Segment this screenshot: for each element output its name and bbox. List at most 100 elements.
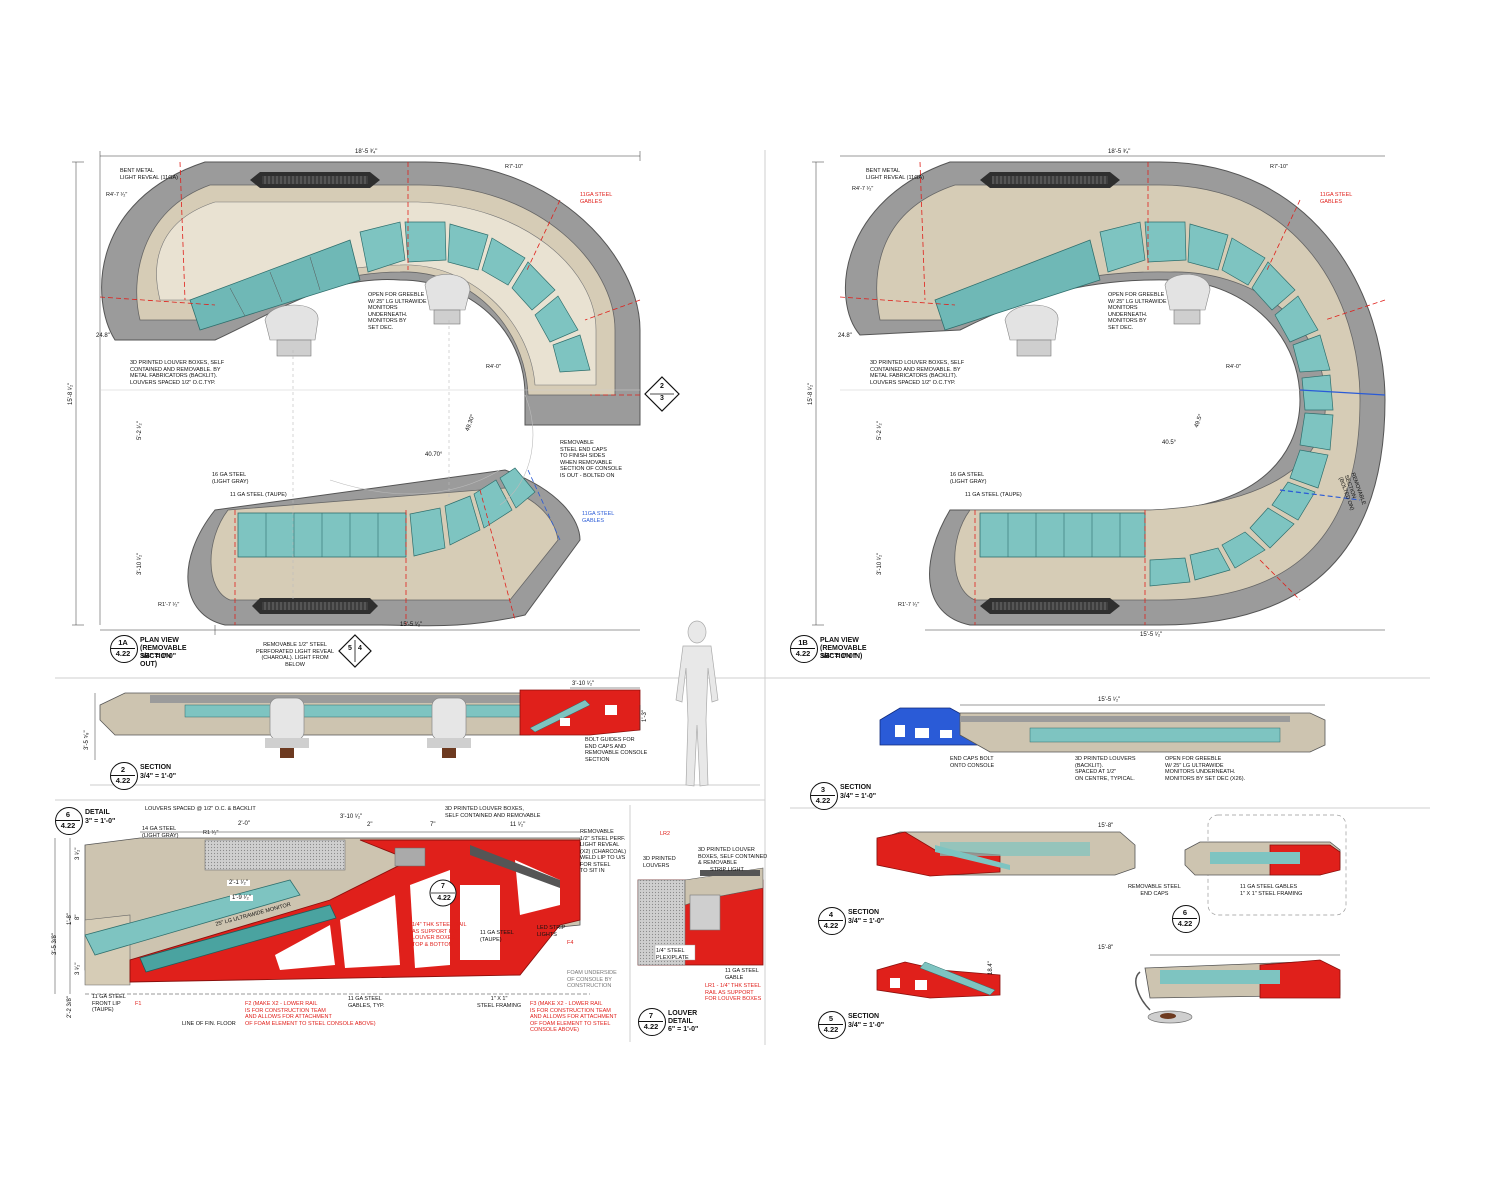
detail-6-dim-h3: 1'-8"	[67, 913, 73, 925]
detail-6-floor-line: LINE OF FIN. FLOOR	[182, 1021, 236, 1027]
detail-6-callout-sheet[interactable]: 4.22	[437, 895, 451, 902]
monitor-greeble-right	[424, 274, 471, 325]
detail-6-dim-20: 2'-0"	[238, 821, 250, 827]
detail-7-strip-note: STRIP LIGHT	[710, 867, 744, 873]
plan-a-dim-bottom: 15'-5 ¹⁄₂"	[400, 622, 423, 628]
detail-6-callout-num[interactable]: 7	[441, 883, 445, 890]
view-tag-1a-scale: 3/4" = 1'-0"	[140, 653, 177, 660]
detail-6-lip-note: 11 GA STEEL FRONT LIP (TAUPE)	[92, 994, 126, 1013]
section-3-greeble-note: OPEN FOR GREEBLE W/ 25" LG ULTRAWIDE MON…	[1165, 756, 1246, 782]
section-5-dim-height: 18.4"	[988, 961, 994, 975]
view-tag-7-title: LOUVER DETAIL	[668, 1010, 698, 1025]
plan-b-radius-40: R4'-0"	[1226, 364, 1241, 370]
detail-6-dim-21: 2'-1 ¹⁄₂"	[227, 880, 250, 886]
plan-view-1a	[72, 151, 680, 668]
section-4-detail-box	[1184, 814, 1347, 916]
view-tag-1b-scale: 3/4" = 1'-0"	[820, 653, 857, 660]
detail-6-dim-11: 11 ¹⁄₂"	[510, 822, 526, 828]
detail-6-dim-7: 7"	[430, 822, 436, 828]
view-tag-4-scale: 3/4" = 1'-0"	[848, 918, 885, 925]
detail-6-f3-note: F3 (MAKE X2 - LOWER RAIL IS FOR CONSTRUC…	[530, 1001, 617, 1033]
section-2-dim-height: 3'-5 ⁵⁄₈"	[84, 730, 90, 750]
section-2-drawing	[90, 687, 760, 786]
section-2-dim-width: 3'-10 ¹⁄₂"	[572, 681, 595, 687]
detail-6-louvers-note: LOUVERS SPACED @ 1/2" O.C. & BACKLIT	[145, 806, 256, 812]
section-4-dim: 15'-8"	[1098, 823, 1114, 829]
detail-6-rail-note: 1/4" THK STEEL RAIL AS SUPPORT FOR LOUVE…	[412, 922, 467, 948]
detail-6-foam-note: FOAM UNDERSIDE OF CONSOLE BY CONSTRUCTIO…	[567, 970, 617, 989]
plan-b-dim-bottom: 15'-5 ¹⁄₂"	[1140, 632, 1163, 638]
plan-a-reveal-note: REMOVABLE 1/2" STEEL PERFORATED LIGHT RE…	[256, 642, 335, 668]
detail-6-reveal-note: REMOVABLE 1/2" STEEL PERF. LIGHT REVEAL …	[580, 829, 627, 874]
detail-6-drawing	[54, 831, 590, 995]
plan-b-bent-metal-note: BENT METAL LIGHT REVEAL (11GA)	[866, 168, 924, 181]
plan-a-16ga-note: 16 GA STEEL (LIGHT GRAY)	[212, 472, 249, 485]
view-tag-2-title: SECTION	[140, 764, 172, 771]
chair-left	[265, 697, 309, 758]
detail-7-plexi-note: 1/4" STEEL PLEXIPLATE	[656, 948, 689, 961]
monitor-greeble-left	[264, 304, 319, 357]
detail-6-dim-310: 3'-10 ¹⁄₂"	[340, 814, 363, 820]
plan-a-dim-52: 5'-2 ¹⁄₂"	[137, 421, 143, 440]
plan-a-bent-metal-note: BENT METAL LIGHT REVEAL (11GA)	[120, 168, 178, 181]
detail-7-printed-note: 3D PRINTED LOUVERS	[643, 856, 676, 869]
plan-a-gables-red-note: 11GA STEEL GABLES	[580, 192, 613, 205]
plan-a-11ga-note: 11 GA STEEL (TAUPE)	[230, 492, 287, 498]
view-tag-1a-title: PLAN VIEW (REMOVABLE SECTION OUT)	[140, 637, 187, 668]
sheet-dividers	[55, 150, 1430, 1045]
section-4-drawing	[876, 814, 1347, 916]
section-2-bolt-note: BOLT GUIDES FOR END CAPS AND REMOVABLE C…	[585, 737, 648, 763]
detail-6-dim-h4: 3 ¹⁄₂"	[75, 847, 81, 860]
plan-b-radius-17: R1'-7 ¹⁄₂"	[898, 602, 920, 608]
view-tag-6-scale: 3" = 1'-0"	[85, 818, 116, 825]
plan-b-radius-47: R4'-7 ¹⁄₂"	[852, 186, 874, 192]
view-tag-7-scale: 6" = 1'-0"	[668, 1026, 699, 1033]
plan-b-louver-box-note: 3D PRINTED LOUVER BOXES, SELF CONTAINED …	[870, 360, 965, 386]
detail-6-boxes-note: 3D PRINTED LOUVER BOXES, SELF CONTAINED …	[445, 806, 541, 819]
plan-a-dim-top: 18'-5 ³⁄₄"	[355, 149, 378, 155]
detail-6-dim-h5: 8"	[75, 914, 81, 920]
view-tag-4-title: SECTION	[848, 909, 880, 916]
view-tag-1b-num: 1B	[798, 638, 808, 647]
detail-7-lr1-note: LR1 - 1/4" THK STEEL RAIL AS SUPPORT FOR…	[705, 983, 762, 1002]
view-tag-6-title: DETAIL	[85, 809, 110, 816]
plan-a-angle-1: 40.70°	[425, 452, 443, 458]
plan-b-dim-248: 24.8"	[838, 333, 852, 339]
plan-a-dim-left: 15'-8 ¹⁄₂"	[68, 382, 74, 405]
plan-a-radius-40: R4'-0"	[486, 364, 501, 370]
detail-7-lr2-tag: LR2	[660, 831, 671, 837]
plan-a-greeble-note: OPEN FOR GREEBLE W/ 25" LG ULTRAWIDE MON…	[368, 292, 427, 331]
section-3-dim: 15'-5 ¹⁄₂"	[1098, 697, 1121, 703]
plan-b-greeble-note: OPEN FOR GREEBLE W/ 25" LG ULTRAWIDE MON…	[1108, 292, 1167, 331]
view-tag-1b-sheet: 4.22	[795, 649, 811, 658]
detail-7-gable-note: 11 GA STEEL GABLE	[725, 968, 759, 981]
view-tag-5-title: SECTION	[848, 1013, 880, 1020]
chair-right	[427, 697, 471, 758]
plan-view-1b	[812, 155, 1386, 631]
marker2-section-top: 5	[348, 645, 352, 652]
detail-6-14ga-note: 14 GA STEEL (LIGHT GRAY)	[142, 826, 179, 839]
plan-b-radius-710: R7'-10"	[1270, 164, 1288, 170]
section-3-end-caps-note: END CAPS BOLT ONTO CONSOLE	[950, 756, 995, 769]
plan-b-dim-52: 5'-2 ¹⁄₂"	[877, 421, 883, 440]
detail-6-led-note: LED STRIP LIGHTS	[537, 925, 566, 938]
detail-6-framing-note: 1" X 1" STEEL FRAMING	[477, 996, 522, 1009]
section-marker-2-3	[644, 376, 680, 412]
plan-a-radius-17: R1'-7 ¹⁄₂"	[158, 602, 180, 608]
detail-6-callout-7	[429, 879, 457, 907]
view-tag-3-scale: 3/4" = 1'-0"	[840, 793, 877, 800]
section-4-end-caps-note: REMOVABLE STEEL END CAPS	[1128, 884, 1181, 897]
detail-6-radius: R1 ¹⁄₂"	[203, 830, 219, 836]
plan-b-16ga-note: 16 GA STEEL (LIGHT GRAY)	[950, 472, 987, 485]
plan-b-dim-left: 15'-8 ¹⁄₂"	[808, 382, 814, 405]
section-3-drawing	[879, 704, 1326, 753]
marker-section-bottom: 3	[660, 395, 664, 402]
plan-b-gables-red-note: 11GA STEEL GABLES	[1320, 192, 1353, 205]
view-tag-2-scale: 3/4" = 1'-0"	[140, 773, 177, 780]
detail-6-f4-tag: F4	[567, 940, 574, 946]
section-2-dim-h2: 1'-3"	[642, 710, 648, 722]
plan-a-dim-310: 3'-10 ¹⁄₂"	[137, 552, 143, 575]
section-5-drawing	[876, 954, 1341, 1024]
section-marker-5-4	[338, 634, 372, 668]
detail-7-drawing	[637, 867, 764, 966]
